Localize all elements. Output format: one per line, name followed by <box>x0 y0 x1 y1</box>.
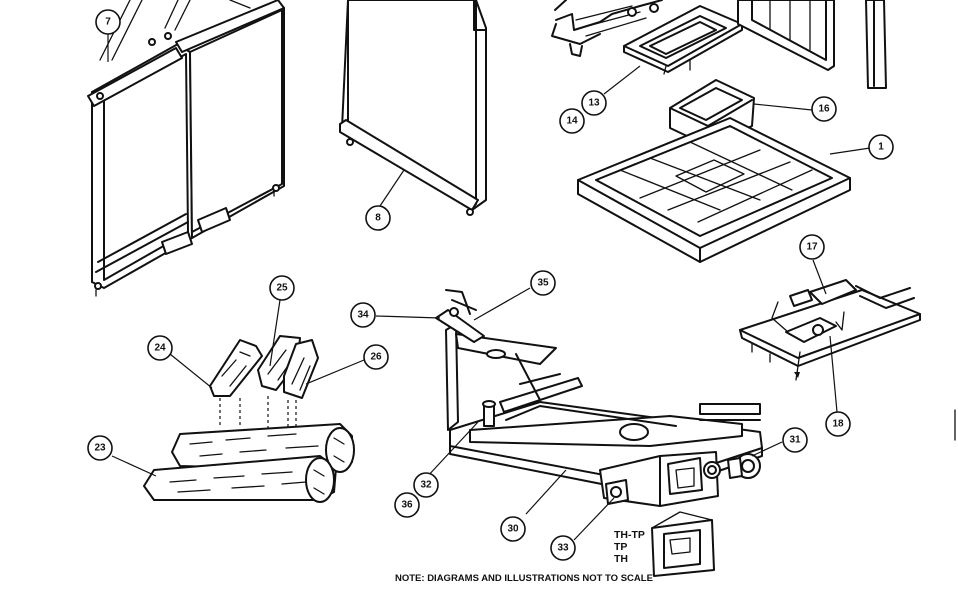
svg-text:23: 23 <box>94 443 106 454</box>
callout-13: 13 <box>581 90 607 116</box>
callout-32: 32 <box>413 472 439 498</box>
svg-text:14: 14 <box>566 116 578 127</box>
callout-14: 14 <box>559 108 585 134</box>
callout-34: 34 <box>350 302 376 328</box>
valve-type-tp: TP <box>614 541 627 553</box>
svg-text:7: 7 <box>105 17 111 28</box>
burner-tray <box>623 5 743 75</box>
svg-text:36: 36 <box>401 500 413 511</box>
svg-text:30: 30 <box>507 524 519 535</box>
callout-8: 8 <box>365 205 391 231</box>
svg-text:34: 34 <box>357 310 369 321</box>
svg-text:24: 24 <box>154 343 166 354</box>
firebox-cabinet <box>737 0 887 89</box>
glass-door-assembly <box>87 0 285 297</box>
callout-18: 18 <box>825 411 851 437</box>
pilot-assembly <box>739 279 921 381</box>
svg-text:16: 16 <box>818 104 830 115</box>
refractory-base <box>577 117 851 263</box>
valve-type-th: TH <box>614 553 628 565</box>
svg-text:35: 35 <box>537 278 549 289</box>
log-grate <box>551 0 663 57</box>
callout-26: 26 <box>363 344 389 370</box>
callout-24: 24 <box>147 335 173 361</box>
callout-30: 30 <box>500 516 526 542</box>
svg-text:32: 32 <box>420 480 432 491</box>
svg-text:1: 1 <box>878 142 884 153</box>
callout-23: 23 <box>87 435 113 461</box>
fireplace-screen-panel <box>339 0 487 216</box>
svg-text:31: 31 <box>789 435 801 446</box>
callout-17: 17 <box>799 234 825 260</box>
callout-7: 7 <box>95 9 121 35</box>
log-set <box>143 335 355 503</box>
scale-note: NOTE: DIAGRAMS AND ILLUSTRATIONS NOT TO … <box>395 573 653 584</box>
svg-text:8: 8 <box>375 213 381 224</box>
burner-valve-assembly <box>435 289 763 577</box>
callout-31: 31 <box>782 427 808 453</box>
callout-25: 25 <box>269 275 295 301</box>
callout-16: 16 <box>811 96 837 122</box>
svg-text:13: 13 <box>588 98 600 109</box>
svg-text:17: 17 <box>806 242 818 253</box>
svg-text:18: 18 <box>832 419 844 430</box>
svg-text:26: 26 <box>370 352 382 363</box>
callout-36: 36 <box>394 492 420 518</box>
valve-type-th-tp: TH-TP <box>614 529 645 541</box>
svg-text:25: 25 <box>276 283 288 294</box>
svg-text:33: 33 <box>557 543 569 554</box>
callout-33: 33 <box>550 535 576 561</box>
leader-lines <box>107 34 871 541</box>
callout-35: 35 <box>530 270 556 296</box>
callout-1: 1 <box>868 134 894 160</box>
